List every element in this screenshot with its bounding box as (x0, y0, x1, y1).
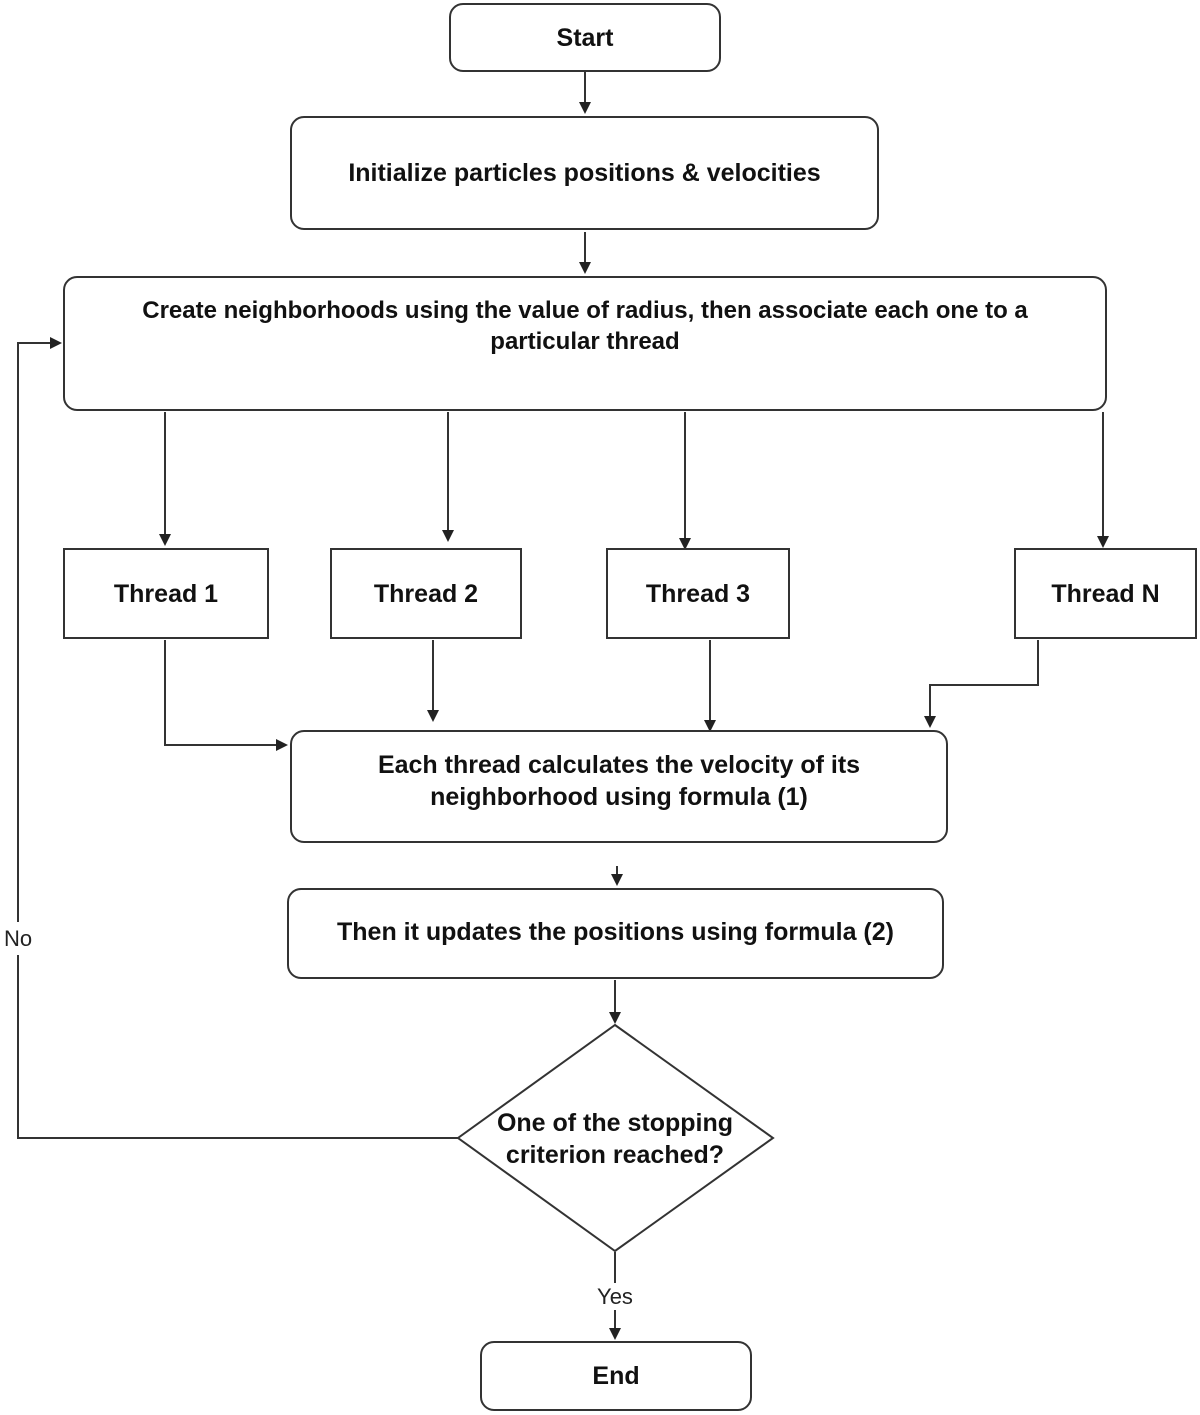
decision-text-line-1: One of the stopping (497, 1109, 733, 1137)
arrow-thread-1-to-calc (164, 640, 288, 751)
calculate-velocity-node: Each thread calculates the velocity of i… (290, 730, 948, 843)
thread-2-node: Thread 2 (330, 548, 522, 639)
init-node: Initialize particles positions & velocit… (290, 116, 879, 230)
end-node: End (480, 1341, 752, 1411)
arrow-decision-no-loop (17, 343, 458, 1139)
thread-1-node: Thread 1 (63, 548, 269, 639)
arrow-thread-n-to-calc (924, 640, 1039, 728)
thread-n-node: Thread N (1014, 548, 1197, 639)
decision-diamond (456, 1023, 775, 1253)
update-positions-node: Then it updates the positions using form… (287, 888, 944, 979)
create-neighborhoods-node: Create neighborhoods using the value of … (63, 276, 1107, 411)
decision-text-line-2: criterion reached? (506, 1141, 724, 1169)
no-label: No (4, 926, 32, 951)
start-node: Start (449, 3, 721, 72)
yes-label: Yes (597, 1284, 633, 1309)
thread-3-node: Thread 3 (606, 548, 790, 639)
